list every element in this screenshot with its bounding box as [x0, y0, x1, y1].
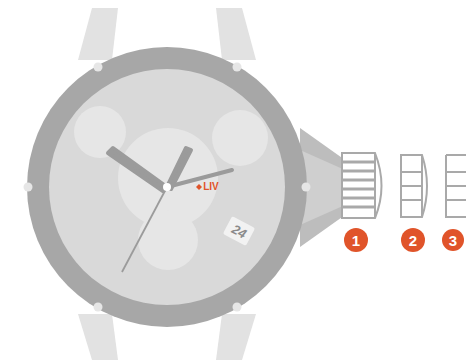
- bezel-dots: [24, 63, 311, 312]
- crown-tube: [300, 128, 345, 247]
- date-window: [223, 216, 255, 246]
- second-hand: [122, 187, 167, 272]
- lug: [216, 8, 256, 60]
- lug: [216, 314, 256, 360]
- subdials: [74, 106, 268, 270]
- hour-hand: [108, 148, 167, 191]
- callout-number: 3: [449, 233, 457, 248]
- callout-number: 1: [352, 233, 360, 248]
- crown-tube: [300, 150, 345, 225]
- lug: [78, 8, 118, 60]
- brand-logo: LIV: [203, 182, 219, 192]
- lug: [78, 314, 118, 360]
- hand-tail: [167, 170, 232, 187]
- bezel: [27, 47, 307, 327]
- callout-number: 2: [409, 233, 417, 248]
- hand-pin: [163, 183, 171, 191]
- callout-discs: [344, 228, 464, 252]
- crown-position-2: [401, 155, 427, 217]
- crown-position-3: [446, 155, 466, 217]
- crown-position-1: [342, 153, 382, 218]
- dial: [49, 69, 285, 305]
- logo-mark: [196, 184, 202, 190]
